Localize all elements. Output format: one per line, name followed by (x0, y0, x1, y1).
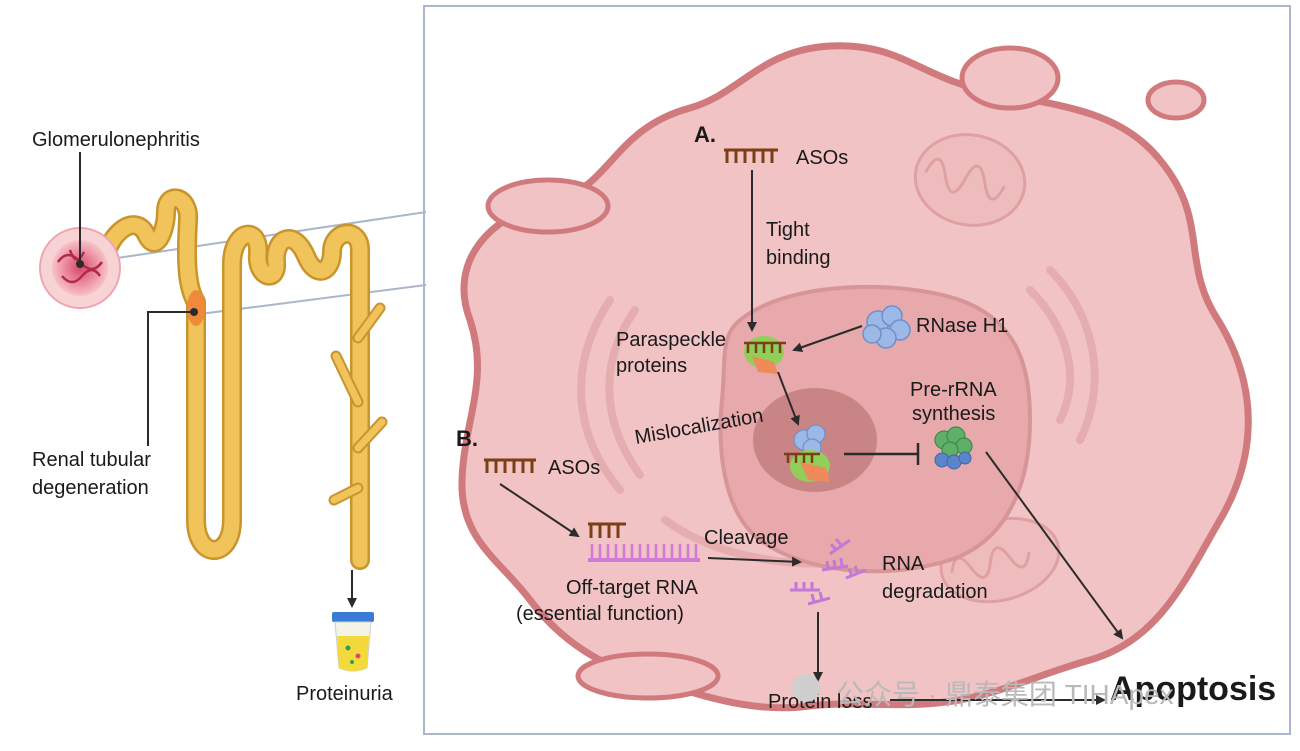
section-b-label: B. (456, 426, 478, 451)
nucleolar-complex-icon (784, 424, 830, 482)
renal-tubular-line2: degeneration (32, 477, 149, 499)
section-a-label: A. (694, 122, 716, 147)
arrow-to-apoptosis-a (985, 451, 1124, 640)
cleavage-label: Cleavage (704, 527, 789, 549)
asos-a-label: ASOs (796, 147, 848, 169)
paraspeckle-line1: Paraspeckle (616, 329, 726, 351)
aso-icon-b (484, 458, 536, 473)
aso-icon-a (724, 148, 778, 163)
arrow-aso-to-rna (499, 483, 580, 538)
wechat-icon (792, 674, 820, 702)
glomerulonephritis-pointer-dot (76, 260, 84, 268)
off-target-rna-line1: Off-target RNA (566, 577, 699, 599)
rna-degradation-line1: RNA (882, 553, 925, 575)
degeneration-site (187, 290, 205, 326)
off-target-rna-icon (588, 544, 700, 562)
vesicles (485, 45, 1207, 701)
protein-loss-label: Protein loss (768, 691, 873, 713)
paraspeckle-line2: proteins (616, 355, 687, 377)
glomerulonephritis-label: Glomerulonephritis (32, 129, 200, 151)
tight-binding-line1: Tight (766, 219, 810, 241)
mitochondrion-top (913, 133, 1027, 227)
proteinuria-label: Proteinuria (296, 683, 394, 705)
rnase-h1-label: RNase H1 (916, 315, 1008, 337)
rna-degradation-line2: degradation (882, 581, 988, 603)
urine-cup-icon (332, 612, 374, 672)
watermark-text: 公众号 · 鼎泰集团 TIHApex (836, 679, 1174, 710)
renal-tubular-line1: Renal tubular (32, 449, 151, 471)
arrow-rnase-to-complex (792, 325, 863, 353)
renal-tubular-pointer-dot (190, 308, 198, 316)
pre-rrna-line1: Pre-rRNA (910, 379, 997, 401)
paraspeckle-complex-icon (744, 336, 786, 374)
off-target-rna-line2: (essential function) (516, 603, 684, 625)
apoptosis-label: Apoptosis (1110, 670, 1276, 708)
degraded-rna-icon (790, 538, 867, 606)
endoplasmic-reticulum (577, 266, 1099, 568)
watermark: 公众号 · 鼎泰集团 TIHApex (792, 674, 1174, 710)
arrow-mislocalization (777, 371, 800, 426)
renal-tubular-pointer (147, 311, 194, 446)
pre-rrna-line2: synthesis (912, 403, 995, 425)
tight-binding-line2: binding (766, 247, 831, 269)
aso-bound-icon (588, 522, 626, 538)
arrow-cleavage (707, 556, 802, 567)
ribosome-icon (934, 426, 973, 470)
asos-b-label: ASOs (548, 457, 600, 479)
rnase-h1-icon (862, 305, 911, 349)
nephron-tubule (94, 188, 388, 570)
